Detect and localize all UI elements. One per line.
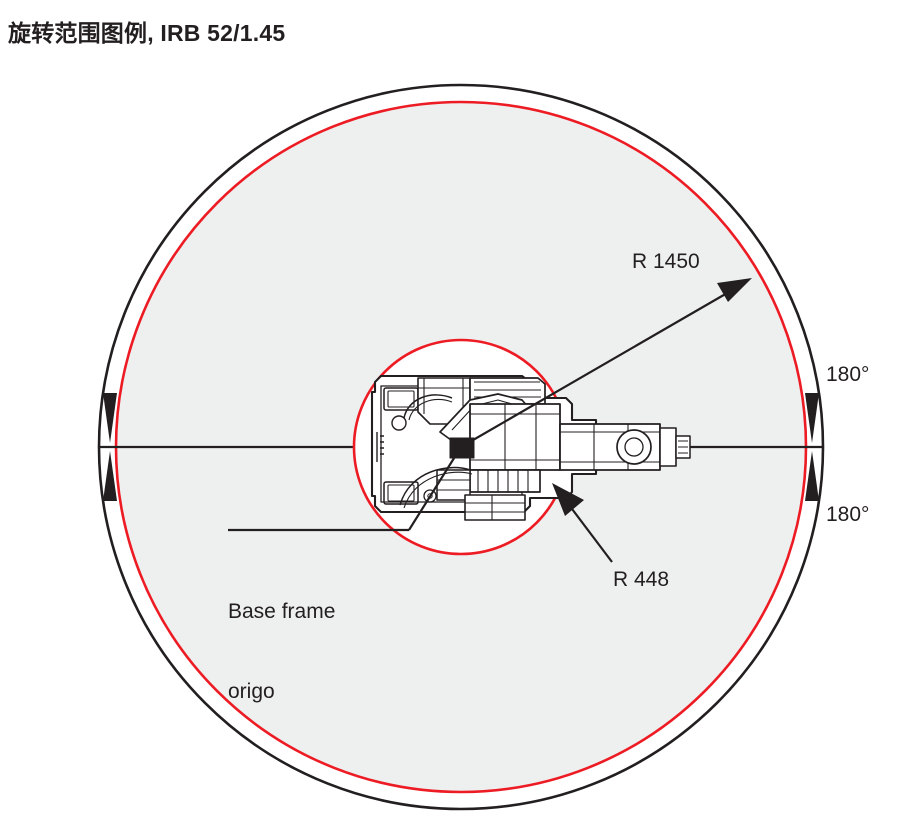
robot-wrist-tube-lines [560,424,660,470]
angle-arrowhead-left-bottom [103,451,117,501]
robot-cable-loop [399,466,471,506]
robot-mounting-pad-upper-left-inner [387,390,415,408]
label-min-radius: R 448 [613,568,670,591]
leader-base-frame-origo [228,446,462,532]
leader-r1450-line [460,284,742,448]
robot-cable-loop-upper [403,394,453,419]
leader-r1450 [460,278,752,448]
label-base-frame-line2: origo [228,680,275,704]
label-angle-bottom: 180° [826,503,870,526]
label-base-frame-line1: Base frame [228,599,336,623]
angle-marks-left [103,393,117,501]
leader-base-frame-diagonal [408,446,462,531]
robot-flange-circle-outer [616,429,652,465]
robot-flange-circle-inner [624,437,644,457]
robot-tool-flange [659,427,677,467]
robot-top-view-drawing [370,374,691,521]
page-title: 旋转范围图例, IRB 52/1.45 [8,20,286,46]
angle-arrowhead-left-top [103,393,117,443]
robot-cable-loop-2 [403,471,473,509]
robot-motor-block [469,469,541,493]
label-max-radius: R 1450 [632,250,700,273]
robot-lower-drum-lines [465,495,525,520]
leader-r448 [552,483,613,563]
robot-connector-strip [376,432,384,462]
angle-marks-right [805,393,819,501]
robot-lower-drum [464,494,526,521]
angle-arrowhead-right-top [805,393,819,443]
leader-r1450-arrowhead [717,278,752,302]
robot-tool-tip-lines [678,440,688,454]
robot-cable-bracket-detail [437,479,470,491]
robot-forearm-housing-detail [470,404,560,470]
leader-r448-arrowhead [552,483,584,516]
robot-bolt-lower [423,489,437,503]
robot-cable-loop-upper-2 [408,398,453,421]
angle-arrowhead-right-bottom [805,451,819,501]
label-base-frame-origo: Base frame origo [228,545,335,733]
label-angle-top: 180° [826,363,870,386]
robot-motor-block-fins [477,470,529,492]
robot-bolt-mid-left [391,415,407,431]
